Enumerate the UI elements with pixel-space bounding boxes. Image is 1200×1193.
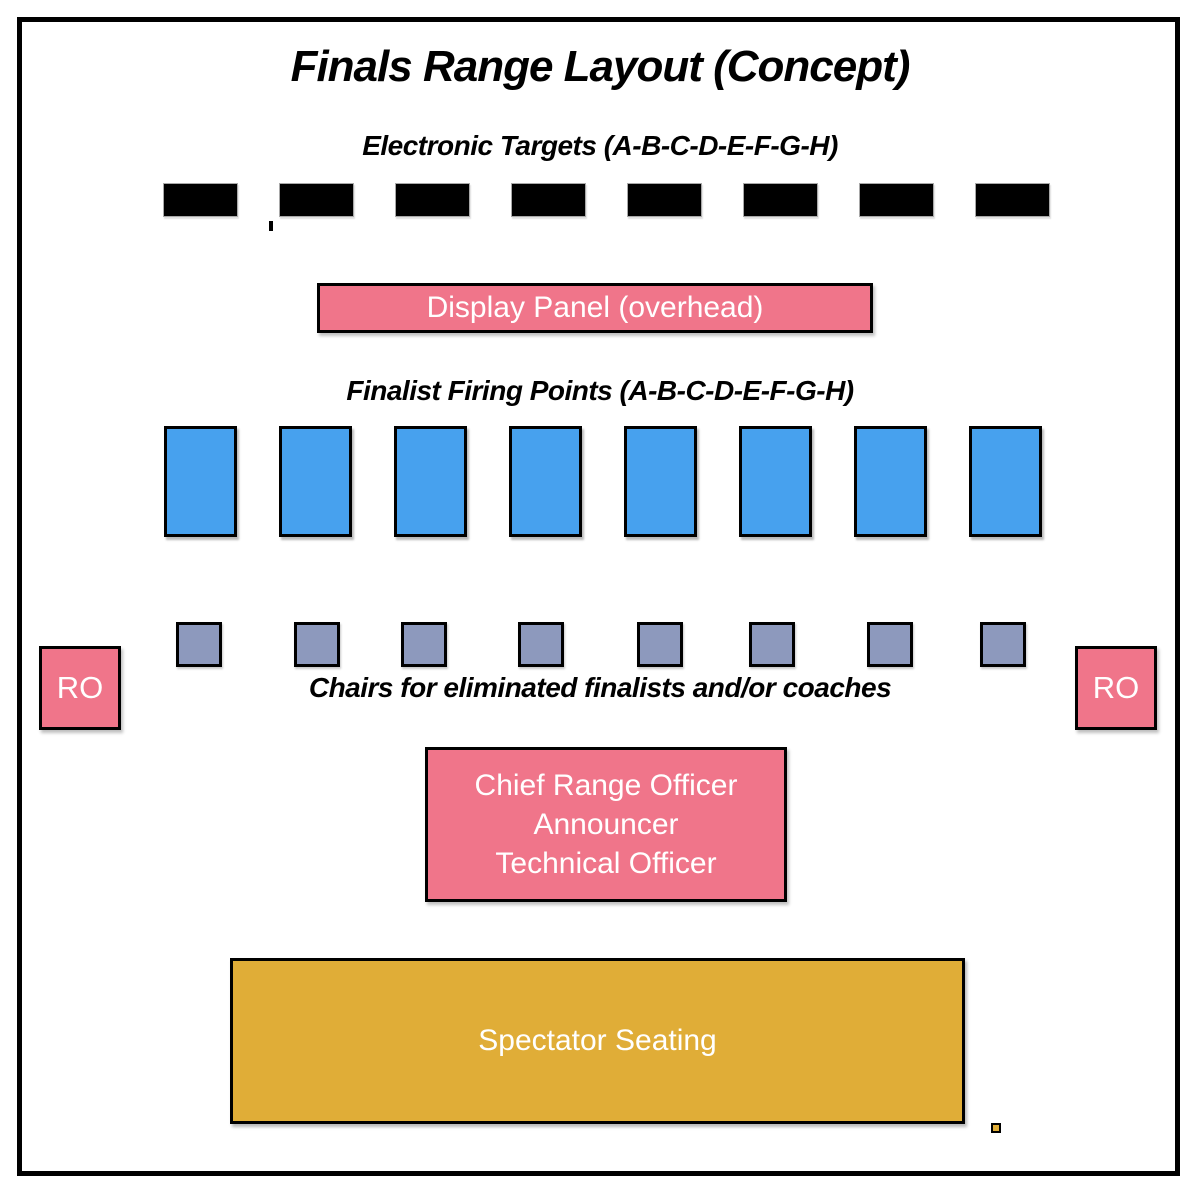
firing-point-rect <box>624 426 697 537</box>
firing-point-rect <box>969 426 1042 537</box>
chair-rect <box>294 622 340 667</box>
chair-rect <box>637 622 683 667</box>
display-panel-label: Display Panel (overhead) <box>426 291 764 324</box>
target-rect <box>511 183 586 217</box>
range-officer-box-right: RO <box>1075 646 1157 730</box>
stray-mini-square <box>991 1123 1001 1133</box>
electronic-targets-row <box>163 183 1050 217</box>
firing-point-rect <box>394 426 467 537</box>
firing-point-rect <box>279 426 352 537</box>
firing-point-rect <box>739 426 812 537</box>
target-rect <box>627 183 702 217</box>
target-rect <box>163 183 238 217</box>
chair-rect <box>749 622 795 667</box>
officials-line-2: Announcer <box>533 808 679 841</box>
display-panel-box: Display Panel (overhead) <box>317 283 873 333</box>
target-rect <box>975 183 1050 217</box>
firing-point-rect <box>164 426 237 537</box>
officials-line-3: Technical Officer <box>495 847 717 880</box>
chairs-row <box>0 622 1200 668</box>
target-rect <box>279 183 354 217</box>
chair-rect <box>176 622 222 667</box>
officials-box: Chief Range Officer Announcer Technical … <box>425 747 787 902</box>
chairs-label: Chairs for eliminated finalists and/or c… <box>308 672 892 703</box>
chair-rect <box>518 622 564 667</box>
officials-line-1: Chief Range Officer <box>474 769 738 802</box>
target-rect <box>743 183 818 217</box>
chair-rect <box>980 622 1026 667</box>
electronic-targets-label: Electronic Targets (A-B-C-D-E-F-G-H) <box>362 130 838 161</box>
range-officer-left-label: RO <box>56 670 104 705</box>
diagram-title: Finals Range Layout (Concept) <box>290 42 911 91</box>
spectator-seating-box: Spectator Seating <box>230 958 965 1124</box>
firing-points-label: Finalist Firing Points (A-B-C-D-E-F-G-H) <box>346 375 854 406</box>
target-rect <box>859 183 934 217</box>
chair-rect <box>401 622 447 667</box>
firing-point-rect <box>509 426 582 537</box>
outer-border-frame <box>17 17 1180 1176</box>
stray-tick-mark <box>269 221 273 231</box>
firing-points-row <box>164 426 1042 537</box>
spectator-seating-label: Spectator Seating <box>478 1024 717 1057</box>
range-officer-box-left: RO <box>39 646 121 730</box>
chair-rect <box>867 622 913 667</box>
target-rect <box>395 183 470 217</box>
firing-point-rect <box>854 426 927 537</box>
range-officer-right-label: RO <box>1092 670 1140 705</box>
